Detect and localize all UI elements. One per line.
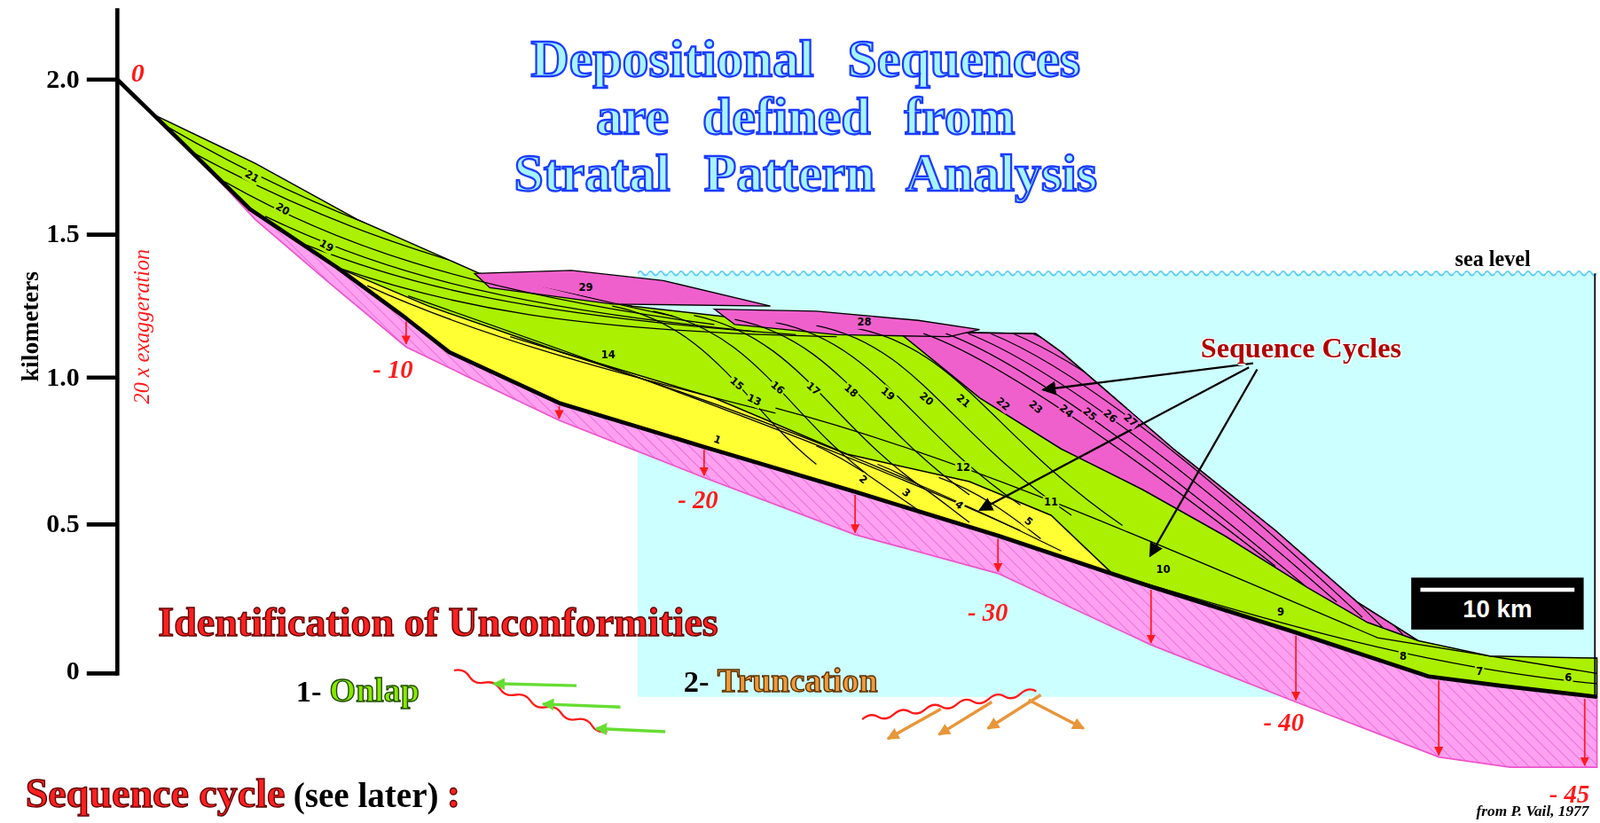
layer-number: 8	[1398, 650, 1408, 662]
layer-number: 1	[711, 432, 724, 448]
axis-tick-label: 2.0	[46, 64, 79, 95]
layer-number: 18	[840, 381, 862, 401]
layer-number: 7	[1474, 665, 1484, 677]
subsidence-label: - 40	[1263, 708, 1305, 738]
layer-number: 19	[316, 236, 337, 256]
text-row: 1-Onlap	[296, 672, 428, 710]
layer-number: 4	[951, 497, 966, 513]
layer-number: 20	[272, 200, 292, 220]
title-text: Depositional Sequences are defined from …	[507, 31, 1105, 203]
layer-number: 24	[1056, 401, 1077, 422]
layer-number: 23	[1025, 397, 1046, 417]
layer-number: 27	[1120, 410, 1141, 431]
layer-number: 25	[1079, 404, 1100, 424]
layer-number: 17	[803, 378, 824, 399]
source-credit: from P. Vail, 1977	[1476, 802, 1590, 820]
list-number: 2-	[683, 664, 710, 699]
axis-tick-label: 0.5	[46, 509, 79, 540]
sea-level-label: sea level	[1455, 247, 1531, 272]
note: (see later)	[293, 776, 440, 816]
layer-number: 28	[855, 316, 872, 329]
layer-number: 9	[1276, 606, 1286, 619]
section-heading: Sequence cycle	[25, 771, 286, 817]
scale-bar-box: 10 km	[1411, 577, 1584, 630]
list-item: Truncation	[717, 662, 879, 700]
subsidence-label: - 20	[677, 486, 719, 515]
layer-number: 22	[993, 394, 1014, 415]
text-row: 2-Truncation	[683, 662, 887, 700]
layer-number: 13	[744, 391, 764, 409]
layer-number: 16	[767, 377, 788, 398]
layer-number: 21	[953, 391, 974, 411]
layer-number: 26	[1099, 406, 1121, 426]
list-number: 1-	[296, 674, 322, 708]
layer-number: 14	[600, 349, 617, 361]
list-item: Onlap	[329, 672, 420, 710]
callout-label: Sequence Cycles	[1200, 333, 1402, 365]
punctuation: :	[447, 771, 461, 817]
layer-number: 5	[1021, 514, 1036, 530]
axis-tick-label: 0	[66, 657, 80, 687]
layer-number: 12	[955, 461, 972, 473]
subsidence-label: - 10	[372, 355, 414, 385]
axis-title: kilometers	[16, 271, 44, 382]
subsidence-label: - 30	[967, 597, 1009, 627]
layer-number: 19	[878, 384, 899, 404]
section-heading: Identification of Unconformities	[157, 599, 718, 645]
layer-number: 10	[1154, 563, 1171, 575]
scale-bar	[1420, 588, 1576, 593]
layer-number: 21	[242, 167, 262, 187]
layer-number: 3	[898, 485, 913, 501]
axis-tick-label: 1.5	[46, 219, 79, 250]
layer-number: 20	[916, 389, 937, 409]
scale-label: 10 km	[1411, 595, 1584, 624]
exaggeration-note: 20 x exaggeration	[131, 249, 156, 404]
axis-tick-label: 1.0	[46, 362, 79, 393]
layer-number: 29	[577, 282, 594, 294]
subsidence-label: 0	[131, 58, 145, 88]
layer-number: 15	[726, 374, 747, 394]
layer-number: 6	[1563, 671, 1573, 683]
text-row: Sequence cycle(see later):	[25, 771, 470, 817]
layer-number: 2	[855, 471, 871, 487]
layer-number: 11	[1043, 495, 1059, 508]
